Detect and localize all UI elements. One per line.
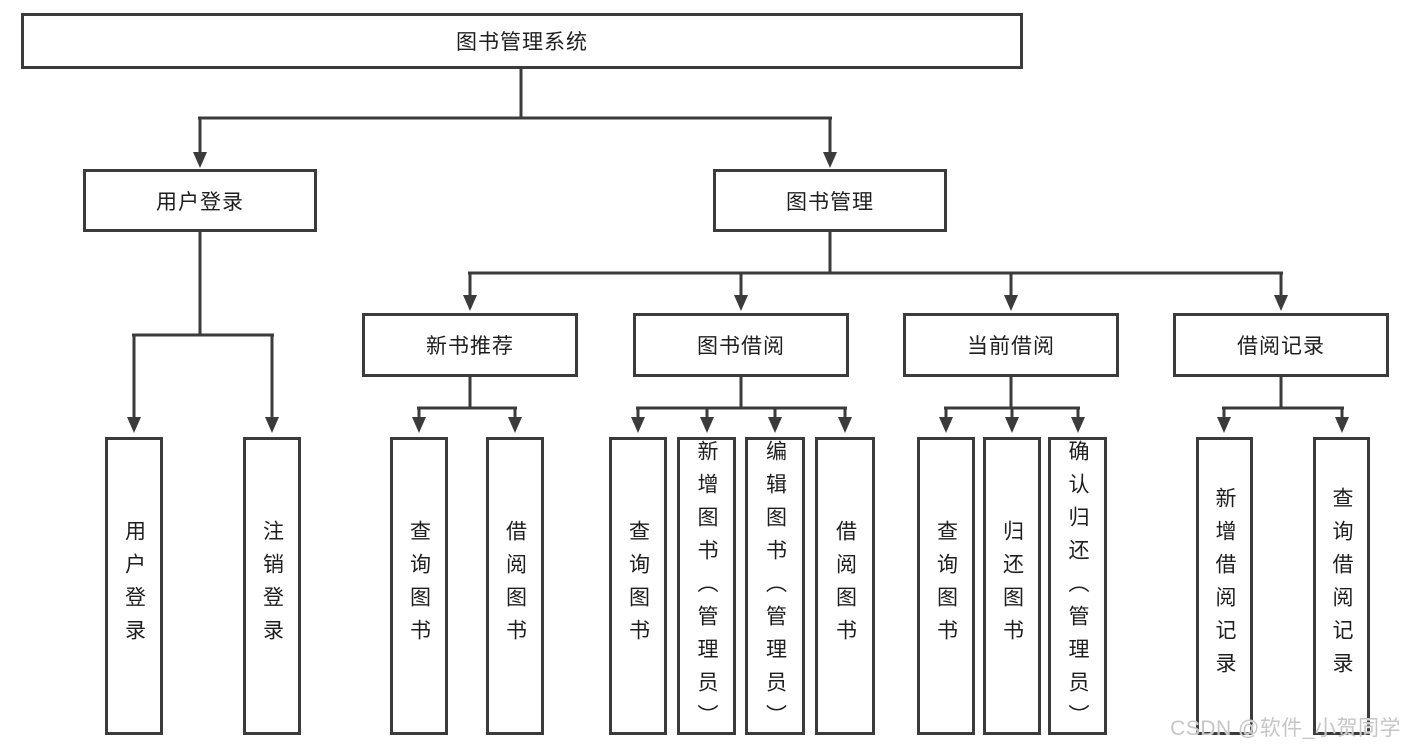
node-book-borrow: 图书借阅 [633, 313, 849, 377]
node-new-book-recommend: 新书推荐 [362, 313, 578, 377]
leaf-query-books-current: 查询图书 [917, 437, 975, 735]
leaf-confirm-return-admin: 确认归还（管理员） [1048, 437, 1107, 737]
node-root: 图书管理系统 [21, 13, 1023, 69]
node-book-management: 图书管理 [713, 169, 947, 232]
leaf-query-books-borrow: 查询图书 [609, 437, 667, 735]
leaf-query-books-recommend: 查询图书 [390, 437, 448, 735]
leaf-logout: 注销登录 [243, 437, 301, 735]
leaf-query-borrow-record: 查询借阅记录 [1313, 437, 1370, 735]
watermark: CSDN @软件_小贺同学 [1170, 717, 1401, 740]
leaf-add-borrow-record: 新增借阅记录 [1196, 437, 1253, 735]
leaf-borrow-books: 借阅图书 [815, 437, 875, 735]
node-current-borrow: 当前借阅 [903, 313, 1119, 377]
leaf-user-login: 用户登录 [105, 437, 163, 735]
leaf-return-book: 归还图书 [983, 437, 1041, 735]
leaf-add-book-admin: 新增图书（管理员） [677, 437, 736, 737]
node-user-login: 用户登录 [83, 169, 317, 232]
leaf-borrow-books-recommend: 借阅图书 [486, 437, 544, 735]
node-borrow-records: 借阅记录 [1173, 313, 1389, 377]
leaf-edit-book-admin: 编辑图书（管理员） [745, 437, 805, 737]
